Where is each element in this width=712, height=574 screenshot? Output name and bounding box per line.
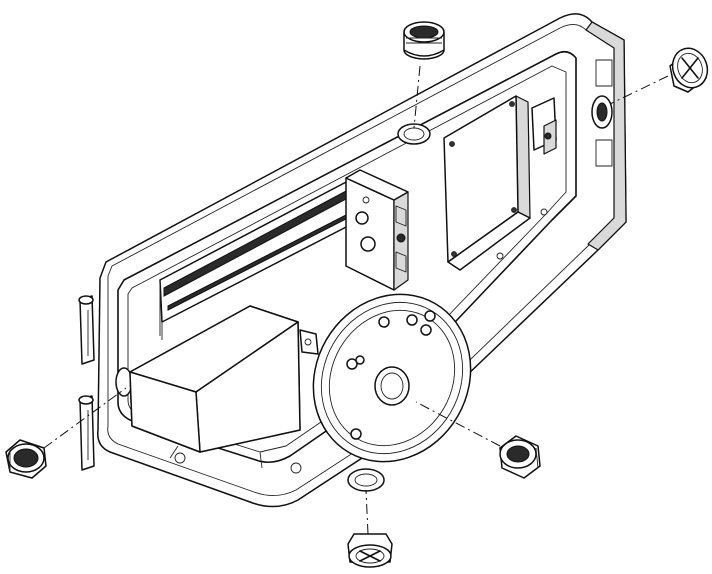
plug-right-lower (499, 435, 541, 479)
rotary-mount-plate (312, 293, 472, 463)
mounting-flange (78, 295, 95, 471)
explosion-axis-lines (43, 65, 669, 535)
circuit-board-cover (443, 95, 557, 271)
plug-bottom-cross (347, 533, 393, 568)
plug-left (5, 439, 47, 479)
front-box-cover (129, 305, 319, 474)
plug-top (403, 21, 445, 60)
terminal-bracket (345, 169, 409, 291)
plug-right-cross (669, 47, 709, 93)
